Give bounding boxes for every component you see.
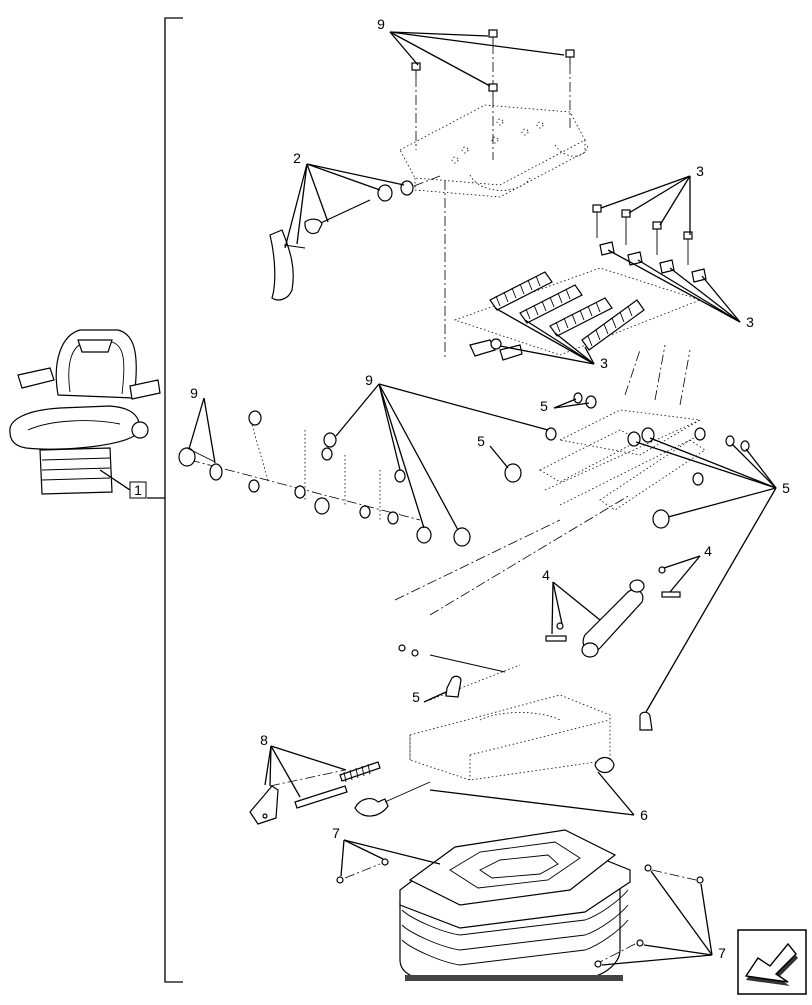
callout-3-right: 3 xyxy=(607,249,754,330)
callout-9-left: 9 xyxy=(188,385,216,464)
bolt xyxy=(621,209,631,245)
callout-4-right-label: 4 xyxy=(704,543,712,559)
callout-4-left: 4 xyxy=(542,567,601,635)
bushings-right xyxy=(504,392,750,529)
screw xyxy=(565,49,575,64)
callout-9-left-label: 9 xyxy=(190,385,198,401)
boot-screws xyxy=(336,858,704,968)
pin-rod-left xyxy=(178,410,471,547)
callout-5-top-label: 5 xyxy=(540,398,548,414)
callout-6-label: 6 xyxy=(640,807,648,823)
screw xyxy=(488,29,498,44)
spring xyxy=(549,297,613,337)
spring xyxy=(581,299,645,351)
callout-5-top: 5 xyxy=(540,398,590,414)
callout-4-left-label: 4 xyxy=(542,567,550,583)
callout-1-label: 1 xyxy=(134,482,142,498)
top-mounting-plate xyxy=(399,104,589,198)
shock-absorber xyxy=(545,566,681,658)
base-frame xyxy=(398,644,653,781)
bolt xyxy=(652,221,662,255)
callout-9-top: 9 xyxy=(377,16,565,87)
callout-3-top-label: 3 xyxy=(696,163,704,179)
height-adjust-assembly xyxy=(249,761,431,825)
callout-2: 2 xyxy=(284,150,405,249)
spring xyxy=(489,271,553,311)
callout-7-left: 7 xyxy=(332,825,441,877)
top-screws xyxy=(411,29,575,160)
callout-7-left-label: 7 xyxy=(332,825,340,841)
callout-3-bottom-label: 3 xyxy=(600,355,608,371)
spring-bolts xyxy=(592,204,707,283)
nav-arrow-button[interactable] xyxy=(737,929,807,995)
callout-1: 1 xyxy=(99,469,147,499)
scissor-frame xyxy=(394,344,706,616)
callout-4-right: 4 xyxy=(663,543,712,593)
seat-overview-image xyxy=(9,329,161,495)
callout-5-bottom-label: 5 xyxy=(412,689,420,705)
screw xyxy=(411,62,421,77)
bolt xyxy=(683,231,693,265)
callout-3-top: 3 xyxy=(600,163,704,235)
callout-8-label: 8 xyxy=(260,732,268,748)
callout-3-bottom: 3 xyxy=(494,307,608,371)
callout-2-label: 2 xyxy=(293,150,301,166)
bellows-boot xyxy=(399,829,631,981)
callout-9-center: 9 xyxy=(335,372,549,531)
bolt xyxy=(592,204,602,238)
callout-7-right: 7 xyxy=(601,870,726,966)
arrow-icon xyxy=(744,942,798,986)
callout-5-right: 5 xyxy=(635,437,790,713)
callout-5-bottom: 5 xyxy=(412,689,447,705)
callout-5-right-label: 5 xyxy=(782,480,790,496)
callout-9-center-label: 9 xyxy=(365,372,373,388)
callout-6: 6 xyxy=(429,771,648,823)
callout-5-left-label: 5 xyxy=(477,433,485,449)
assembly-bracket xyxy=(147,17,183,983)
callout-3-right-label: 3 xyxy=(746,314,754,330)
callout-8: 8 xyxy=(260,732,347,798)
recline-handle xyxy=(269,175,441,301)
screw xyxy=(488,83,498,98)
callout-7-right-label: 7 xyxy=(718,945,726,961)
spring xyxy=(519,284,583,324)
callout-9-top-label: 9 xyxy=(377,16,385,32)
callout-5-left: 5 xyxy=(477,433,509,469)
